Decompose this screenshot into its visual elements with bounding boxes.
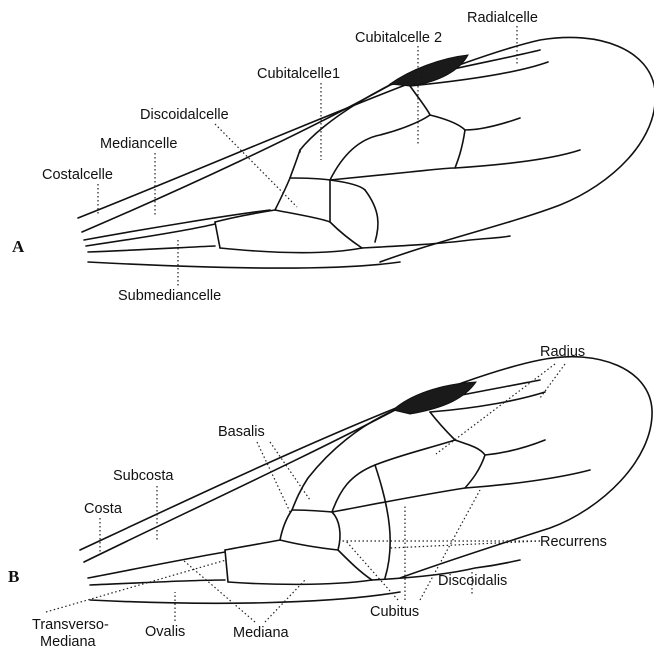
wing-b-cubital-outer xyxy=(455,440,545,455)
wing-b-mediana xyxy=(338,550,372,580)
wing-a-cubitus xyxy=(330,168,455,180)
wing-b-radius-vein xyxy=(292,410,395,510)
label-cubitalcelle-1: Cubitalcelle1 xyxy=(257,66,340,82)
wing-b-anal-vein xyxy=(228,580,372,584)
wing-b-cubitus xyxy=(332,488,465,512)
wing-b-hind-margin xyxy=(90,592,400,603)
wing-a-mediana xyxy=(330,180,362,248)
label-mediana: Mediana xyxy=(233,625,290,641)
wing-a-cubital-lower xyxy=(455,130,580,168)
label-discoidalcelle: Discoidalcelle xyxy=(140,107,229,123)
label-mediancelle: Mediancelle xyxy=(100,136,177,152)
label-basalis: Basalis xyxy=(218,424,265,440)
panel-a-letter: A xyxy=(12,237,25,256)
wing-b-submedian-upper xyxy=(88,552,225,578)
label-costa: Costa xyxy=(84,501,123,517)
wing-b-basalis xyxy=(280,510,292,540)
wing-b-cubital-cross1 xyxy=(430,412,455,440)
label-transverso-line1: Transverso- xyxy=(32,617,109,633)
wing-b-recurrens xyxy=(375,465,390,578)
panel-b-letter: B xyxy=(8,567,19,586)
wing-a-submedian-upper xyxy=(86,224,215,246)
label-costalcelle: Costalcelle xyxy=(42,167,113,183)
panel-a: A xyxy=(12,10,654,304)
leader-discoidalcelle xyxy=(215,124,297,207)
wing-b-transverse xyxy=(280,540,338,550)
wing-a-cubital-cross1 xyxy=(410,86,430,115)
wing-b-submedian-lower xyxy=(90,580,225,585)
wing-b-basal-lower xyxy=(225,540,280,550)
wing-a-hind-margin xyxy=(88,262,400,268)
wing-a-submedian-lower xyxy=(88,246,215,252)
wing-a-cubital-outer xyxy=(430,115,520,130)
label-subcosta: Subcosta xyxy=(113,468,174,484)
leader-recurrens-2 xyxy=(390,541,540,548)
wing-a-mediana-stem xyxy=(84,210,270,240)
wing-a-discoidalis xyxy=(362,236,510,248)
wing-a-cubital-cross2 xyxy=(330,115,430,180)
wing-a-anal-vein xyxy=(220,248,362,253)
label-cubitus: Cubitus xyxy=(370,604,419,620)
wing-a-recurrens xyxy=(365,190,378,242)
wing-b-cubital-lower xyxy=(465,455,590,488)
panel-b: B Radius xyxy=(8,344,652,649)
wing-a-transverse xyxy=(275,210,330,222)
label-radialcelle: Radialcelle xyxy=(467,10,538,26)
wing-a-discoidal-vein xyxy=(290,178,365,190)
leader-mediana-1 xyxy=(183,560,255,622)
wing-a-submedian-cross xyxy=(215,222,220,248)
leader-transverso-mediana xyxy=(46,560,226,612)
wing-a-basalis xyxy=(275,178,290,210)
wing-b-submedian-cross xyxy=(225,550,228,582)
label-cubitalcelle-2: Cubitalcelle 2 xyxy=(355,30,442,46)
label-transverso-line2: Mediana xyxy=(40,634,97,649)
label-ovalis: Ovalis xyxy=(145,624,185,640)
leader-basalis-2 xyxy=(270,442,310,500)
label-submediancelle: Submediancelle xyxy=(118,288,221,304)
label-recurrens: Recurrens xyxy=(540,534,607,550)
label-radius: Radius xyxy=(540,344,585,360)
label-discoidalis: Discoidalis xyxy=(438,573,507,589)
leader-basalis-1 xyxy=(257,442,291,514)
wing-a xyxy=(78,37,654,268)
